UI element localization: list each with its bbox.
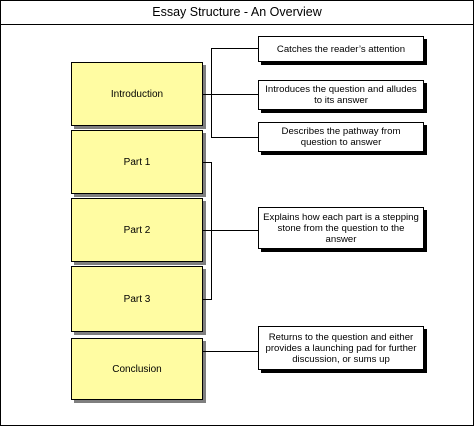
connector-part-3-stub bbox=[203, 299, 212, 300]
part-box-conclusion: Conclusion bbox=[71, 338, 203, 400]
note-body-parts: Explains how each part is a stepping sto… bbox=[258, 207, 424, 249]
part-label-part-1: Part 1 bbox=[123, 156, 151, 168]
connector-part-2-stub bbox=[203, 230, 212, 231]
part-label-introduction: Introduction bbox=[110, 88, 164, 100]
connector-introduction-stub bbox=[203, 94, 212, 95]
diagram-title: Essay Structure - An Overview bbox=[152, 5, 322, 19]
connector-parts-bracket bbox=[211, 162, 212, 300]
connector-conclusion-to-note bbox=[203, 351, 258, 352]
connector-introduction-to-note-1 bbox=[211, 48, 258, 49]
part-label-part-2: Part 2 bbox=[123, 224, 151, 236]
note-introduction-pathway: Describes the pathway from question to a… bbox=[258, 122, 424, 152]
connector-part-1-stub bbox=[203, 162, 212, 163]
note-text-introduction-question: Introduces the question and alludes to i… bbox=[265, 84, 417, 106]
part-box-introduction: Introduction bbox=[71, 62, 203, 126]
connector-introduction-to-note-2 bbox=[211, 94, 258, 95]
note-text-conclusion: Returns to the question and either provi… bbox=[265, 331, 417, 365]
note-text-body-parts: Explains how each part is a stepping sto… bbox=[263, 211, 419, 245]
note-text-introduction-hook: Catches the reader’s attention bbox=[276, 43, 406, 55]
note-introduction-hook: Catches the reader’s attention bbox=[258, 36, 424, 62]
title-divider bbox=[1, 24, 473, 25]
part-label-conclusion: Conclusion bbox=[112, 363, 162, 375]
part-label-part-3: Part 3 bbox=[123, 293, 151, 305]
note-text-introduction-pathway: Describes the pathway from question to a… bbox=[281, 126, 401, 148]
note-introduction-question: Introduces the question and alludes to i… bbox=[258, 80, 424, 110]
note-conclusion: Returns to the question and either provi… bbox=[258, 326, 424, 370]
part-box-part-2: Part 2 bbox=[71, 198, 203, 262]
part-box-part-3: Part 3 bbox=[71, 266, 203, 332]
part-box-part-1: Part 1 bbox=[71, 130, 203, 194]
connector-introduction-bracket bbox=[211, 48, 212, 138]
connector-parts-to-note bbox=[211, 230, 258, 231]
connector-introduction-to-note-3 bbox=[211, 137, 258, 138]
